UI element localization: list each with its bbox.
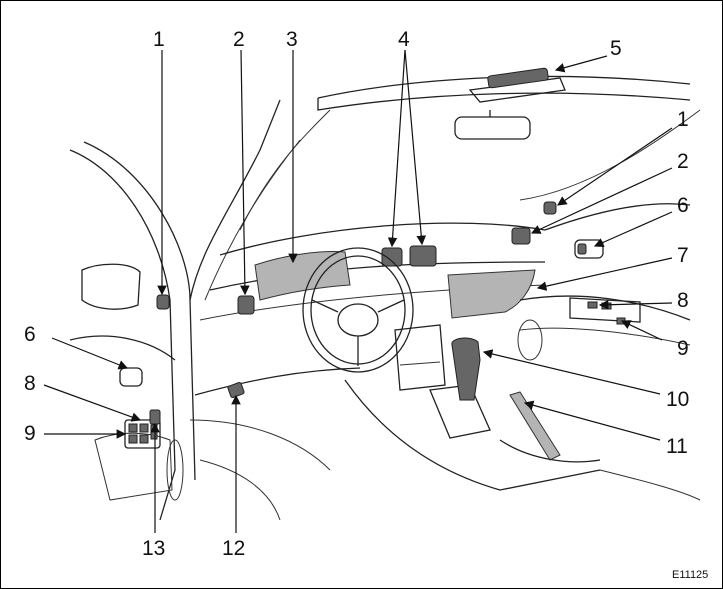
callout-3: 3: [286, 28, 298, 51]
power-window-switches-right: [570, 298, 640, 324]
side-vent-left: [157, 295, 169, 309]
callout-8-right: 8: [677, 289, 689, 312]
callout-1-left: 1: [153, 28, 165, 51]
callout-10: 10: [666, 388, 689, 411]
callout-1-right: 1: [677, 108, 689, 131]
callout-labels: 1 2 3 4 5 1 2 6 7 8 9 10 11 6 8 9 13 12: [24, 28, 689, 560]
callout-2-right: 2: [677, 150, 689, 173]
dash-vent-right: [512, 228, 530, 244]
callout-4: 4: [398, 28, 410, 51]
callout-6-right: 6: [677, 194, 689, 217]
callout-6-left: 6: [24, 323, 36, 346]
callout-5: 5: [610, 37, 622, 60]
glove-box: [448, 270, 535, 318]
callout-9-left: 9: [24, 422, 36, 445]
side-vent-right: [544, 202, 556, 214]
shift-lever: [452, 338, 480, 400]
callout-8-left: 8: [24, 372, 36, 395]
instrument-cluster-area: [255, 252, 350, 300]
car-interior-illustration: [70, 68, 700, 520]
callout-7: 7: [677, 244, 689, 267]
callout-13: 13: [142, 537, 165, 560]
rearview-mirror: [455, 110, 530, 139]
fuel-door-opener: [150, 410, 160, 424]
callout-2-left: 2: [233, 28, 245, 51]
dash-vent-left: [238, 296, 254, 314]
callout-9-right: 9: [677, 337, 689, 360]
center-vent-1: [382, 248, 402, 266]
vanity-mirror-light: [487, 68, 548, 88]
center-vent-2: [410, 246, 436, 266]
inside-door-handle-left: [120, 368, 142, 386]
parking-brake-lever: [500, 392, 600, 462]
callout-12: 12: [222, 537, 245, 560]
hood-release-lever: [227, 382, 244, 398]
figure-code: E11125: [672, 569, 708, 581]
callout-11: 11: [666, 435, 688, 458]
